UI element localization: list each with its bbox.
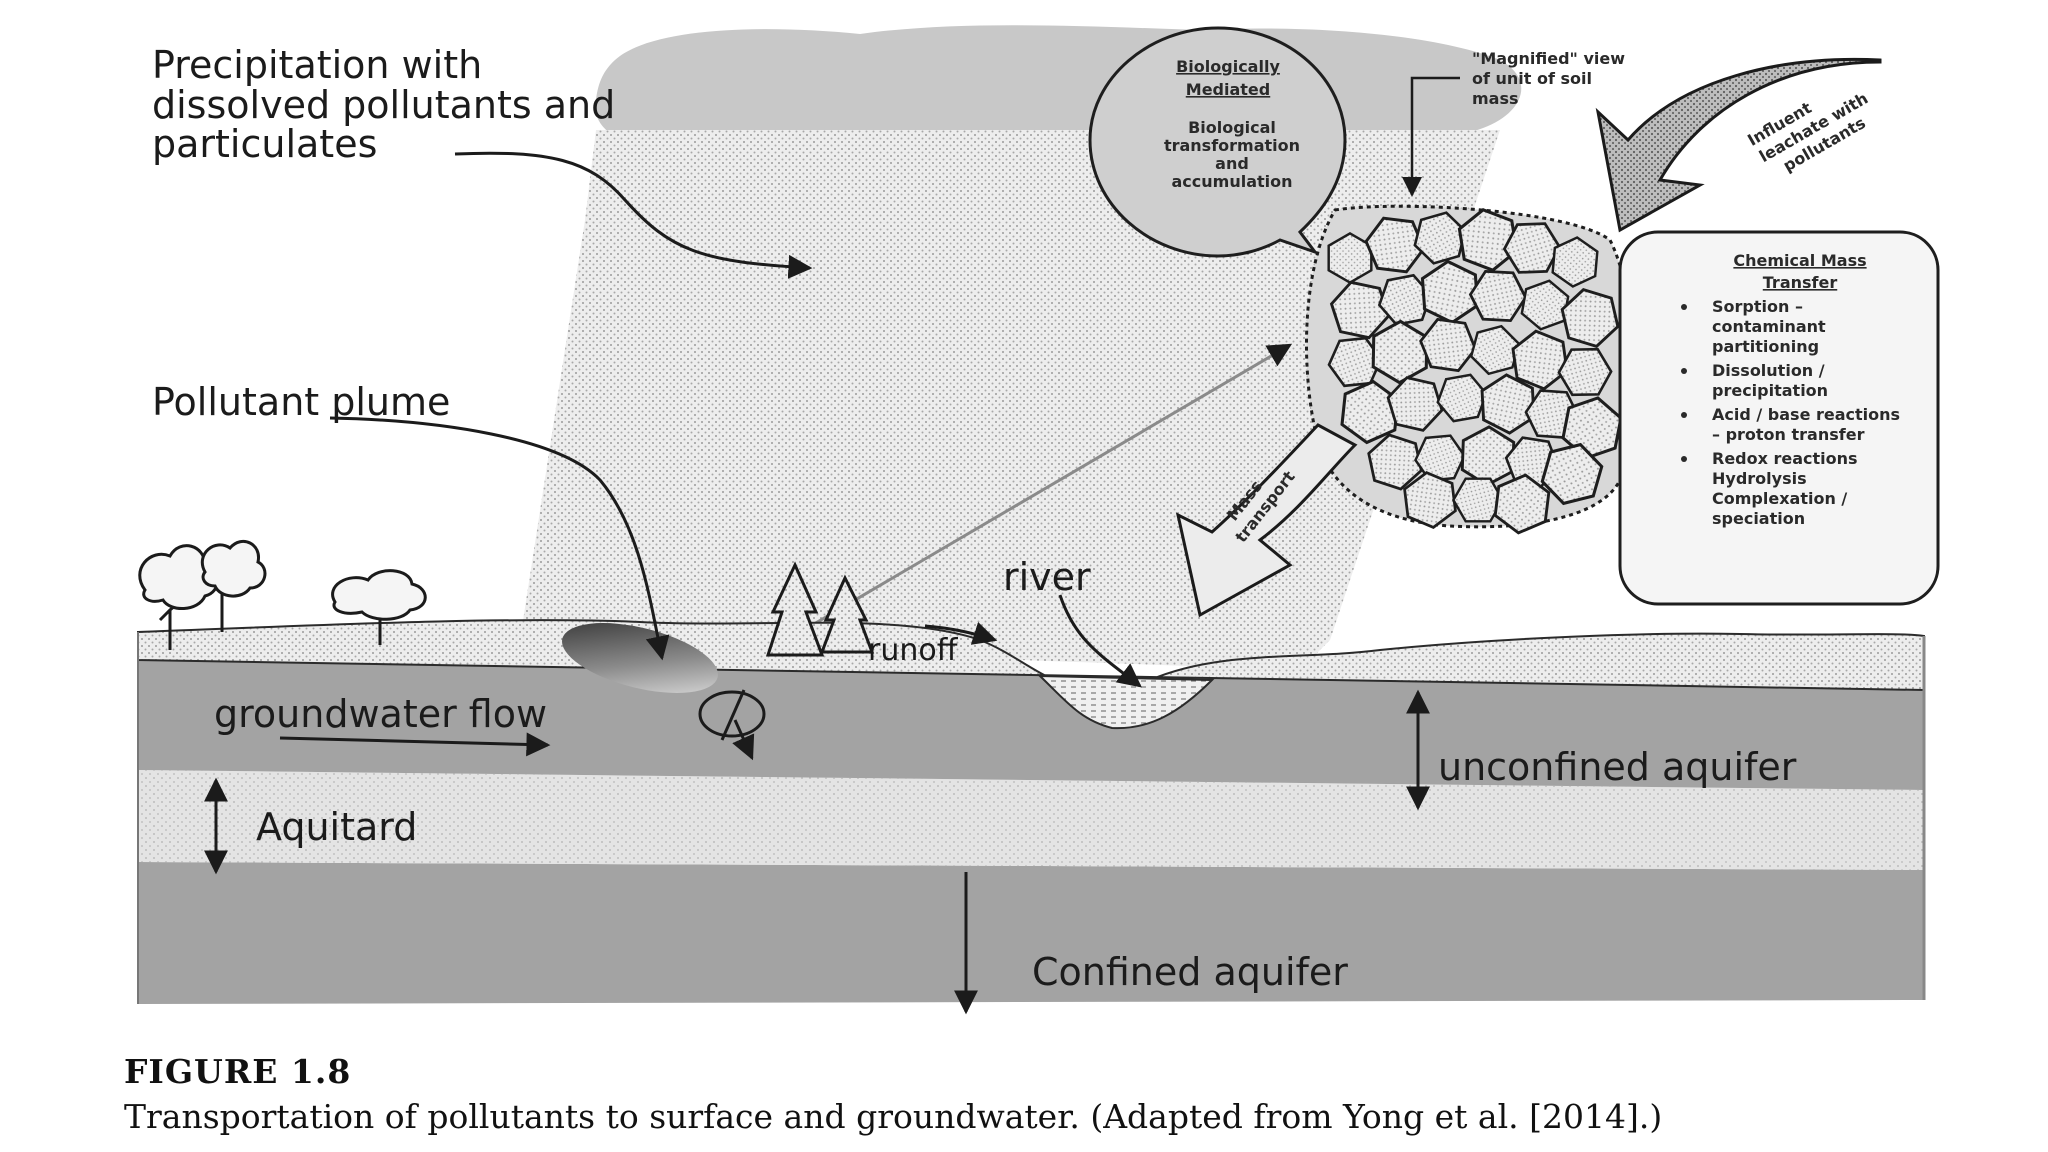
chem-item-line: Acid / base reactions: [1712, 405, 1900, 424]
influent-leachate-arrow: [1595, 57, 1882, 233]
river-channel: [1037, 674, 1215, 730]
soil-unit-magnified: [1304, 198, 1636, 538]
chem-item-line: Redox reactions: [1712, 449, 1858, 468]
chem-bullet: [1681, 412, 1687, 418]
magnified-view-label-line-3: mass: [1472, 89, 1519, 108]
magnified-view-label-line-2: of unit of soil: [1472, 69, 1592, 88]
precipitation-arrow: [454, 151, 813, 279]
pollutant-plume-blob: [562, 623, 718, 693]
figure-caption: Transportation of pollutants to surface …: [124, 1097, 1663, 1136]
mass-transport-arrow: [1175, 423, 1358, 618]
bio-body-line-3: and: [1215, 154, 1249, 173]
river-arrow: [1058, 594, 1142, 688]
confined-aquifer-layer: [138, 862, 1924, 1004]
conifer-trees: [765, 561, 875, 657]
groundwater-flow-label: groundwater flow: [214, 692, 547, 736]
chem-item-line: precipitation: [1712, 381, 1828, 400]
chem-bullet: [1681, 368, 1687, 374]
confined-aquifer-label: Confined aquifer: [1032, 950, 1348, 994]
chem-item-line: – proton transfer: [1712, 425, 1865, 444]
chem-bullet: [1681, 304, 1687, 310]
chem-bullet: [1681, 456, 1687, 462]
unconfined-aquifer-label: unconfined aquifer: [1438, 745, 1797, 789]
pollutant-plume-label: Pollutant plume: [152, 380, 450, 424]
chemical-mass-transfer-box: Chemical Mass Transfer Sorption –contami…: [1618, 230, 1940, 606]
figure-number: FIGURE 1.8: [124, 1052, 352, 1091]
chem-item-line: Sorption –: [1712, 297, 1803, 316]
chem-title-line-1: Chemical Mass: [1733, 251, 1866, 270]
deciduous-trees: [138, 540, 427, 650]
unconfined-aquifer-layer: [138, 660, 1924, 790]
magnified-view-indicator: [1402, 76, 1460, 197]
pollutant-plume-arrow: [329, 416, 670, 661]
chem-item-line: Complexation /: [1712, 489, 1847, 508]
biologically-mediated-bubble: Biologically Mediated Biological transfo…: [1088, 26, 1347, 258]
river-label: river: [1003, 555, 1091, 599]
chem-item-line: Dissolution /: [1712, 361, 1825, 380]
chem-item-line: speciation: [1712, 509, 1805, 528]
chem-item-line: Hydrolysis: [1712, 469, 1807, 488]
precipitation-label-line-2: dissolved pollutants and: [152, 83, 615, 127]
bio-body-line-4: accumulation: [1171, 172, 1292, 191]
bio-title-line-1: Biologically: [1176, 57, 1280, 76]
groundwater-flow-arrow: [279, 732, 551, 757]
precipitation-label-line-3: particulates: [152, 122, 377, 166]
flow-indicator-circle: [698, 689, 766, 761]
runoff-label: runoff: [868, 633, 959, 668]
precipitation-label-line-1: Precipitation with: [152, 43, 482, 87]
chem-item-line: partitioning: [1712, 337, 1819, 356]
runoff-arrow: [924, 621, 998, 645]
bio-title-line-2: Mediated: [1186, 80, 1270, 99]
chem-item-line: contaminant: [1712, 317, 1826, 336]
magnified-view-label-line-1: "Magnified" view: [1472, 49, 1625, 68]
chem-title-line-2: Transfer: [1763, 273, 1838, 292]
bio-body-line-1: Biological: [1188, 118, 1276, 137]
aquitard-layer: [138, 770, 1924, 870]
aquitard-label: Aquitard: [256, 805, 417, 849]
bio-body-line-2: transformation: [1164, 136, 1300, 155]
